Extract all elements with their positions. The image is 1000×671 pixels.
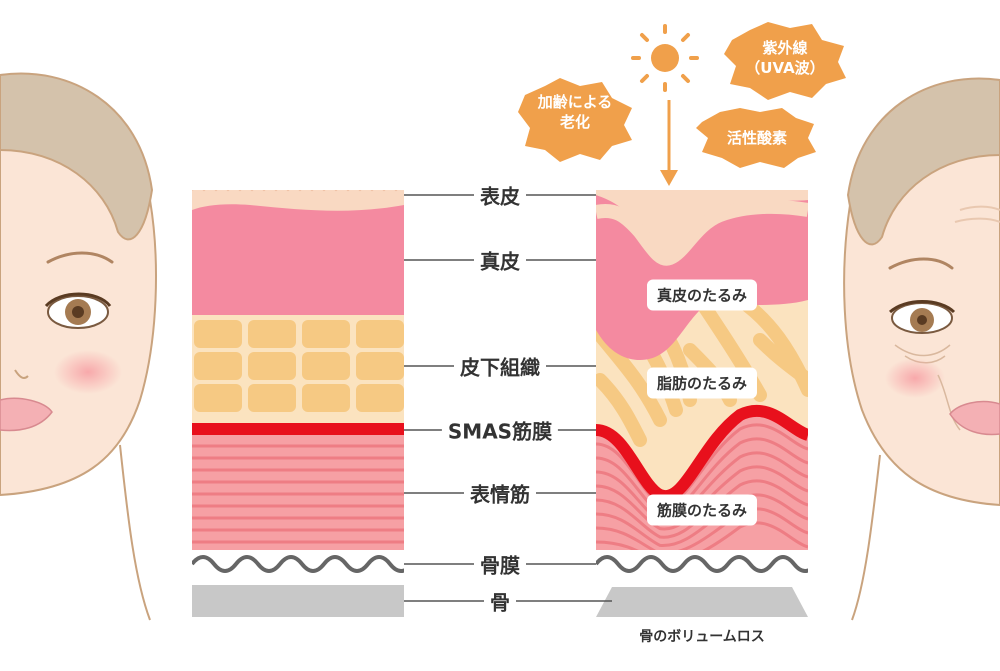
- cause-aging-text: 加齢による 老化: [538, 92, 613, 132]
- aged-skin-section: [596, 190, 808, 580]
- healthy-smas: [192, 423, 404, 435]
- label-periosteum: 骨膜: [474, 549, 526, 579]
- aged-lips: [949, 400, 1000, 436]
- muscle-stripe: [596, 423, 808, 506]
- uv-burst-shape: [724, 22, 846, 100]
- young-face-hair: [0, 72, 154, 241]
- cause-uv-text: 紫外線 （UVA波）: [745, 38, 824, 78]
- pill-fat-sagging: 脂肪のたるみ: [646, 367, 758, 399]
- young-blush: [54, 350, 122, 394]
- fat-cell: [194, 384, 242, 412]
- healthy-periosteum: [192, 555, 404, 573]
- aged-smas: [596, 404, 808, 503]
- label-epidermis: 表皮: [474, 180, 526, 210]
- aged-eyebrow: [888, 257, 954, 270]
- aged-face-hair: [846, 77, 1000, 246]
- cause-oxygen-text: 活性酸素: [726, 129, 788, 147]
- aged-blush: [885, 358, 945, 398]
- pill-dermis-sagging: 真皮のたるみ: [646, 279, 758, 311]
- muscle-stripe: [596, 507, 808, 556]
- aged-face: [843, 77, 1000, 621]
- muscle-stripe: [596, 493, 808, 547]
- cause-aging-line1: 加齢による: [537, 93, 613, 111]
- oxygen-burst-shape: [696, 108, 816, 168]
- young-nose: [14, 369, 29, 379]
- young-eyebrow: [46, 251, 114, 264]
- label-smas: SMAS筋膜: [441, 415, 559, 445]
- young-face: [0, 72, 157, 621]
- muscle-stripe: [596, 437, 808, 515]
- fat-cell: [248, 352, 296, 380]
- cause-aging-line2: 老化: [559, 113, 590, 131]
- aging-burst-shape: [518, 78, 632, 162]
- aged-nasolabial: [937, 374, 961, 431]
- label-subcutaneous: 皮下組織: [454, 351, 546, 381]
- healthy-epidermis: [192, 190, 404, 211]
- young-lips: [0, 397, 53, 432]
- fat-cell: [753, 333, 808, 387]
- fat-cell: [596, 373, 647, 447]
- fat-cell: [194, 320, 242, 348]
- fat-cell: [302, 384, 350, 412]
- fat-cell: [248, 320, 296, 348]
- cause-uv-line2: （UVA波）: [745, 59, 825, 77]
- healthy-dermis: [192, 190, 404, 315]
- aged-periosteum: [596, 555, 808, 573]
- aged-bone: [596, 587, 808, 617]
- fat-cell: [356, 352, 404, 380]
- label-bone: 骨: [484, 586, 516, 616]
- healthy-skin-section: [192, 190, 404, 580]
- fat-cell: [302, 352, 350, 380]
- uv-arrow-icon: [660, 100, 678, 186]
- fat-cell: [302, 320, 350, 348]
- healthy-bone: [192, 585, 404, 617]
- fat-cell: [356, 384, 404, 412]
- fat-cell: [248, 384, 296, 412]
- fat-cell: [194, 352, 242, 380]
- pill-fascia-sagging: 筋膜のたるみ: [646, 494, 758, 526]
- label-dermis: 真皮: [474, 245, 526, 275]
- aged-wrinkle: [954, 205, 1000, 223]
- young-neck-line: [119, 444, 151, 621]
- label-facial-muscle: 表情筋: [464, 478, 536, 508]
- aged-neck-line: [851, 454, 881, 621]
- healthy-fat-cells: [194, 320, 404, 412]
- sun-icon: [631, 24, 699, 92]
- fat-cell: [356, 320, 404, 348]
- bone-volume-loss-caption: 骨のボリュームロス: [639, 629, 765, 645]
- cause-uv-line1: 紫外線: [762, 39, 808, 57]
- healthy-muscle-lines: [192, 444, 404, 544]
